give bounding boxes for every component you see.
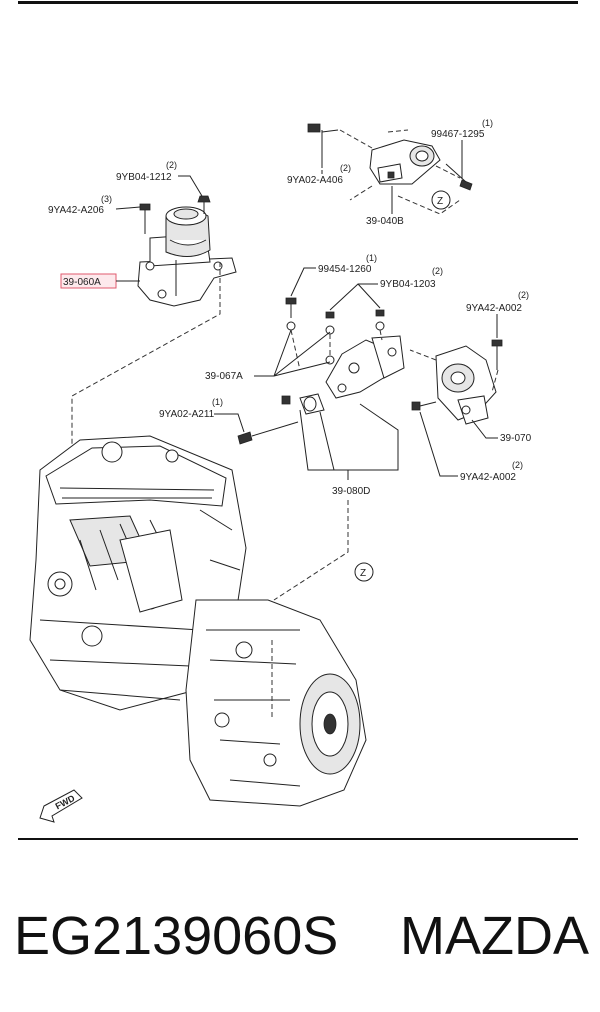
bolt-9YA42-A002-bottom[interactable] — [411, 401, 437, 411]
engine-mount-39-060A[interactable] — [137, 206, 237, 307]
transmission-mount-39-070[interactable] — [435, 345, 497, 425]
label-39-070: 39-070 — [500, 433, 532, 444]
label-99454-1260: 99454-1260 — [318, 264, 372, 275]
label-9YA02-A211: 9YA02-A211 — [159, 409, 215, 420]
bracket-39-080D[interactable] — [299, 393, 325, 415]
label-9YB04-1203: 9YB04-1203 — [380, 279, 436, 290]
zone-marker-top: Z — [431, 190, 451, 210]
qty-9YA02-A406: (2) — [340, 163, 351, 173]
qty-9YA42-A206: (3) — [101, 194, 112, 204]
label-9YB04-1212: 9YB04-1212 — [116, 172, 172, 183]
bolt-9YA02-A406[interactable] — [307, 123, 339, 168]
transmission — [185, 599, 367, 807]
bracket-39-067A[interactable] — [325, 335, 405, 399]
part-number: EG2139060S — [14, 906, 339, 966]
bottom-rule — [18, 838, 578, 840]
qty-9YB04-1212: (2) — [166, 160, 177, 170]
svg-text:Z: Z — [360, 568, 366, 579]
label-9YA42-A002-top: 9YA42-A002 — [466, 303, 522, 314]
label-99467-1295: 99467-1295 — [431, 129, 485, 140]
label-39-080D: 39-080D — [332, 486, 370, 497]
bolt-9YB04-1212[interactable] — [197, 195, 211, 214]
bolt-9YA42-A002-top[interactable] — [491, 339, 503, 370]
bolt-9YA42-A206[interactable] — [139, 203, 151, 234]
svg-text:Z: Z — [437, 196, 443, 207]
label-9YA42-A206: 9YA42-A206 — [48, 205, 104, 216]
label-39-040B: 39-040B — [366, 216, 404, 227]
bolt-99454-1260[interactable] — [285, 297, 297, 331]
label-39-067A: 39-067A — [205, 371, 243, 382]
brand-name: MAZDA — [400, 906, 589, 966]
fwd-arrow-icon: FWD — [39, 789, 83, 823]
qty-9YA02-A211: (1) — [212, 397, 223, 407]
bolt-9YA02-A211[interactable] — [237, 395, 299, 445]
bolt-9YB04-1203[interactable] — [325, 309, 385, 365]
qty-99467-1295: (1) — [482, 118, 493, 128]
qty-9YB04-1203: (2) — [432, 266, 443, 276]
qty-99454-1260: (1) — [366, 253, 377, 263]
exploded-parts-diagram: 39-060A (2) 9YB04-1212 (3) 9YA42-A206 (1… — [29, 118, 532, 823]
rear-mount-39-040B[interactable] — [369, 139, 441, 185]
top-rule — [18, 1, 578, 4]
bolt-99467-1295[interactable] — [445, 163, 473, 191]
label-39-060A: 39-060A — [63, 277, 101, 288]
zone-marker-bottom: Z — [354, 562, 374, 582]
product-caption: EG2139060S MAZDA — [14, 896, 589, 976]
label-9YA02-A406: 9YA02-A406 — [287, 175, 343, 186]
qty-9YA42-A002-bottom: (2) — [512, 460, 523, 470]
label-9YA42-A002-bottom: 9YA42-A002 — [460, 472, 516, 483]
qty-9YA42-A002-top: (2) — [518, 290, 529, 300]
